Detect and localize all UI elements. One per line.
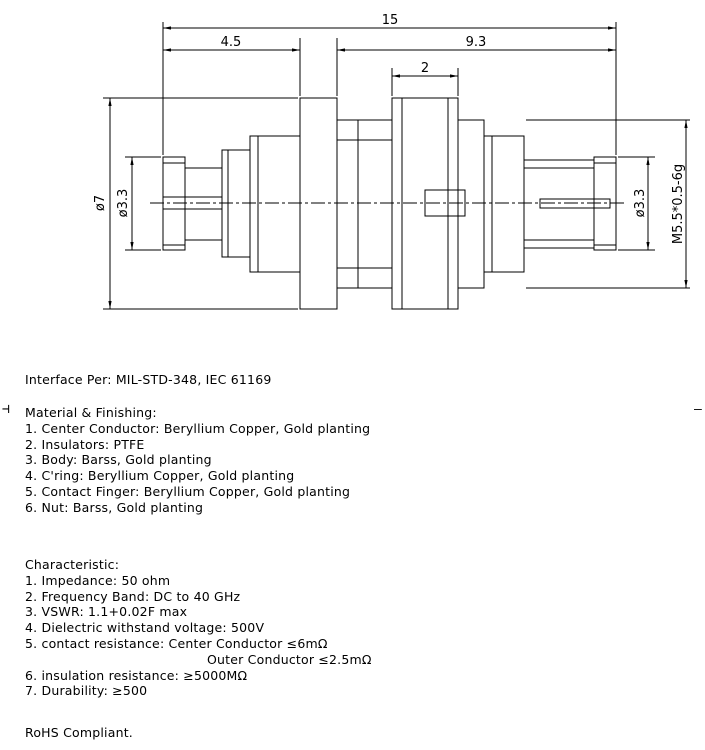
characteristic-item: 5. contact resistance: Center Conductor … [25,635,328,651]
right-body-shape [457,119,617,289]
interface-text: Interface Per: MIL-STD-348, IEC 61169 [25,372,272,387]
right-edge-mark: – [694,402,702,417]
characteristic-item: Outer Conductor ≤2.5mΩ [207,651,372,667]
material-title: Material & Finishing: [25,405,157,420]
material-item: 6. Nut: Barss, Gold planting [25,499,204,515]
dim-center: 2 [421,61,429,76]
material-item: 4. C'ring: Beryllium Copper, Gold planti… [25,468,295,484]
material-item: 2. Insulators: PTFE [25,436,145,452]
interface-note: Interface Per: MIL-STD-348, IEC 61169 [25,372,272,388]
dim-diameter-left: ø3.3 [116,189,131,218]
characteristic-item: 6. insulation resistance: ≥5000MΩ [25,667,248,683]
material-section: Material & Finishing: 1. Center Conducto… [25,405,370,516]
characteristic-item: 2. Frequency Band: DC to 40 GHz [25,588,241,604]
material-item: 1. Center Conductor: Beryllium Copper, G… [25,420,371,436]
characteristic-item: 4. Dielectric withstand voltage: 500V [25,620,265,636]
dim-right: 9.3 [466,35,487,50]
material-item: 3. Body: Barss, Gold planting [25,452,212,468]
rohs-text: RoHS Compliant. [25,725,133,740]
dim-diameter-outer: ø7 [93,195,108,211]
dim-thread: M5.5*0.5-6g [671,164,686,244]
characteristic-item: 7. Durability: ≥500 [25,683,148,699]
body-shape [336,119,393,289]
left-tip-shape [162,135,301,273]
left-edge-mark: ⊣ [2,402,10,417]
characteristic-item: 1. Impedance: 50 ohm [25,572,171,588]
characteristic-section: Characteristic: 1. Impedance: 50 ohm 2. … [25,557,372,699]
rohs-note: RoHS Compliant. [25,725,133,741]
dim-left: 4.5 [221,35,242,50]
dim-diameter-right: ø3.3 [633,189,648,218]
characteristic-item: 3. VSWR: 1.1+0.02F max [25,604,188,620]
connector-drawing: 15 4.5 9.3 2 ø7 ø3.3 ø3.3 M5.5*0.5-6g [93,13,690,310]
dim-overall: 15 [382,13,399,28]
material-item: 5. Contact Finger: Beryllium Copper, Gol… [25,483,351,499]
characteristic-title: Characteristic: [25,557,120,572]
